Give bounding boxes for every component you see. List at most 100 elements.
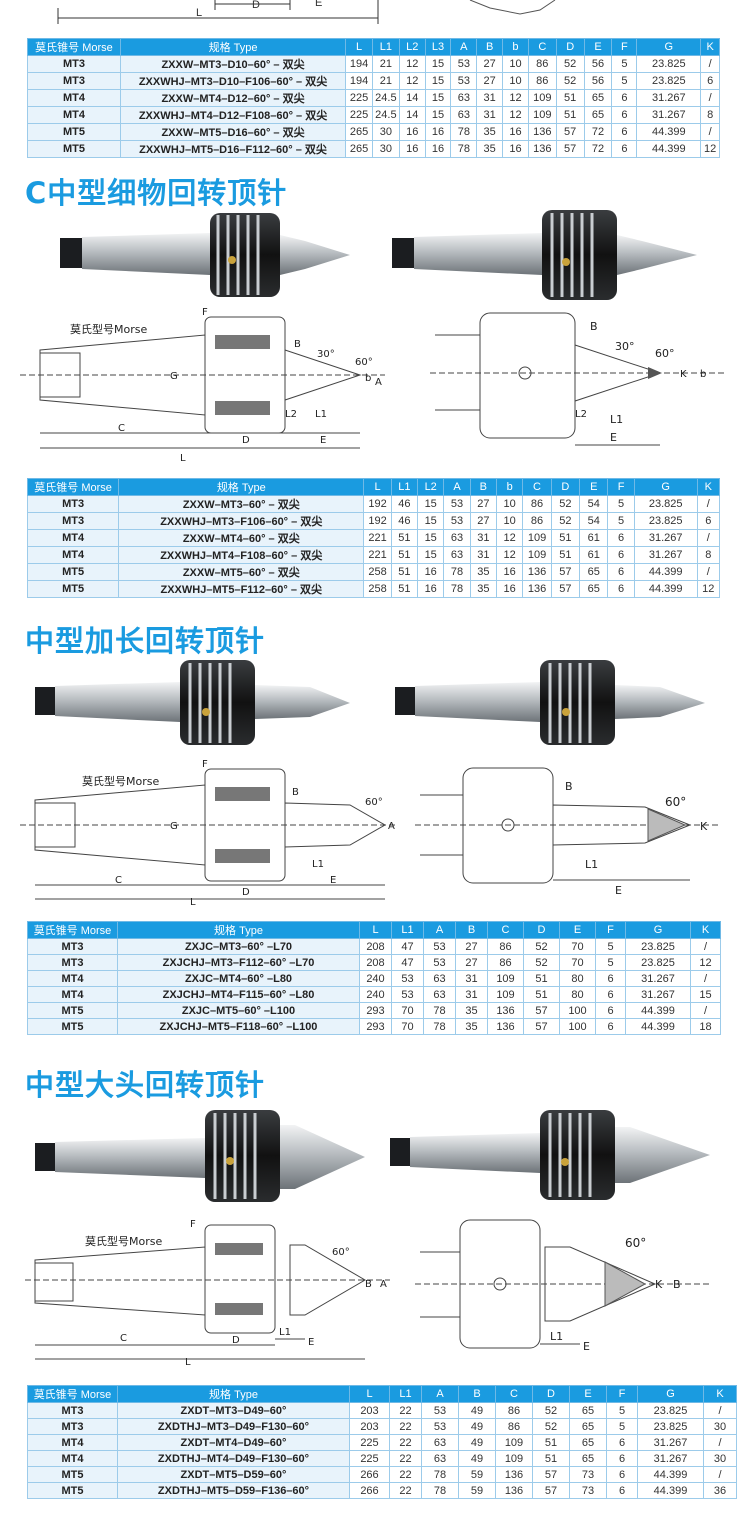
type-cell: ZXXWHJ–MT3–F106–60° – 双尖: [118, 512, 365, 530]
col-header: D: [555, 38, 585, 56]
morse-cell: MT5: [26, 580, 120, 598]
label-E: E: [583, 1340, 590, 1353]
type-cell: ZXJC–MT4–60° –L80: [117, 970, 360, 987]
label-B: B: [292, 787, 299, 798]
table-header-row: 莫氏锥号 Morse 规格 Type L L1 L2 A B b C D E F…: [26, 478, 721, 496]
type-cell: ZXXW–MT5–60° – 双尖: [118, 563, 365, 581]
value-cell: 86: [527, 55, 557, 73]
value-cell: 10: [496, 495, 524, 513]
value-cell: 31.267: [636, 106, 702, 124]
value-cell: 16: [496, 563, 524, 581]
value-cell: 63: [423, 986, 456, 1003]
col-header: E: [583, 38, 613, 56]
value-cell: 65: [569, 1402, 607, 1419]
value-cell: 27: [455, 938, 488, 955]
col-header: A: [421, 1385, 459, 1403]
value-cell: 109: [522, 529, 552, 547]
value-cell: 208: [359, 954, 392, 971]
value-cell: 16: [398, 123, 426, 141]
value-cell: 65: [569, 1450, 607, 1467]
value-cell: 57: [555, 123, 585, 141]
col-header: K: [703, 1385, 737, 1403]
col-header: L1: [390, 478, 419, 496]
value-cell: 78: [450, 123, 478, 141]
value-cell: 86: [487, 938, 524, 955]
value-cell: 51: [390, 563, 419, 581]
value-cell: 24.5: [371, 89, 400, 107]
value-cell: 16: [417, 580, 445, 598]
value-cell: 78: [423, 1018, 456, 1035]
value-cell: 35: [469, 580, 498, 598]
value-cell: 63: [450, 106, 478, 124]
value-cell: 265: [345, 140, 373, 158]
value-cell: 100: [559, 1002, 596, 1019]
value-cell: 27: [455, 954, 488, 971]
value-cell: 30: [703, 1450, 737, 1467]
spec-table-double-tip: 莫氏锥号 Morse 规格 Type L L1 L2 L3 A B b C D …: [27, 38, 720, 158]
type-cell: ZXJC–MT3–60° –L70: [117, 938, 360, 955]
value-cell: 52: [523, 938, 560, 955]
label-D: D: [242, 887, 250, 898]
col-header: F: [611, 38, 638, 56]
col-header: B: [458, 1385, 496, 1403]
value-cell: 35: [455, 1018, 488, 1035]
product-photo-big-head-right: [390, 1110, 710, 1200]
value-cell: 5: [606, 1402, 638, 1419]
value-cell: 136: [487, 1018, 524, 1035]
section-title-extended-live-center: 中型加长回转顶针: [25, 624, 266, 658]
value-cell: 70: [559, 938, 596, 955]
value-cell: 52: [532, 1402, 570, 1419]
col-header: G: [636, 38, 702, 56]
top-dimension-diagram: L D E: [57, 0, 556, 24]
value-cell: 31: [455, 986, 488, 1003]
value-cell: 73: [569, 1466, 607, 1483]
label-60deg: 60°: [665, 795, 686, 809]
value-cell: 22: [389, 1450, 422, 1467]
label-L: L: [180, 453, 186, 464]
tech-drawing-c-type-side: B 30° 60° K b L2 L1 E: [430, 312, 725, 446]
value-cell: 6: [606, 1466, 638, 1483]
col-header: C: [495, 1385, 533, 1403]
col-header: K: [696, 478, 721, 496]
morse-cell: MT5: [27, 1018, 118, 1035]
value-cell: 59: [458, 1482, 496, 1499]
value-cell: 15: [424, 72, 452, 90]
value-cell: 109: [487, 986, 524, 1003]
tech-drawing-extended-side: B 60° K L1 E: [415, 767, 720, 897]
label-E: E: [308, 1337, 314, 1348]
value-cell: 10: [502, 55, 529, 73]
morse-cell: MT3: [27, 1402, 118, 1419]
col-header: C: [527, 38, 557, 56]
value-cell: 31.267: [637, 1434, 704, 1451]
value-cell: 6: [611, 106, 638, 124]
value-cell: 30: [371, 140, 400, 158]
col-header: 规格 Type: [118, 478, 365, 496]
value-cell: 15: [424, 55, 452, 73]
col-header: L2: [398, 38, 426, 56]
value-cell: 52: [532, 1418, 570, 1435]
value-cell: 12: [496, 546, 524, 564]
col-header: 规格 Type: [117, 921, 360, 939]
value-cell: 24.5: [371, 106, 400, 124]
value-cell: 240: [359, 970, 392, 987]
label-B: B: [590, 320, 598, 333]
value-cell: 100: [559, 1018, 596, 1035]
label-E: E: [330, 875, 336, 886]
type-cell: ZXDTHJ–MT4–D49–F130–60°: [117, 1450, 350, 1467]
type-cell: ZXXWHJ–MT5–D16–F112–60° – 双尖: [119, 140, 347, 158]
morse-cell: MT3: [27, 72, 121, 90]
morse-cell: MT4: [26, 529, 120, 547]
value-cell: /: [696, 495, 721, 513]
morse-cell: MT5: [27, 1466, 118, 1483]
value-cell: 36: [703, 1482, 737, 1499]
col-header: L1: [389, 1385, 422, 1403]
value-cell: 44.399: [636, 140, 702, 158]
col-header: L1: [391, 921, 424, 939]
col-header: E: [579, 478, 609, 496]
label-morse: 莫氏型号Morse: [85, 1234, 162, 1248]
value-cell: /: [690, 938, 721, 955]
type-cell: ZXDT–MT3–D49–60°: [117, 1402, 350, 1419]
spec-table-extended: 莫氏锥号 Morse 规格 Type L L1 A B C D E F G K …: [27, 921, 721, 1035]
